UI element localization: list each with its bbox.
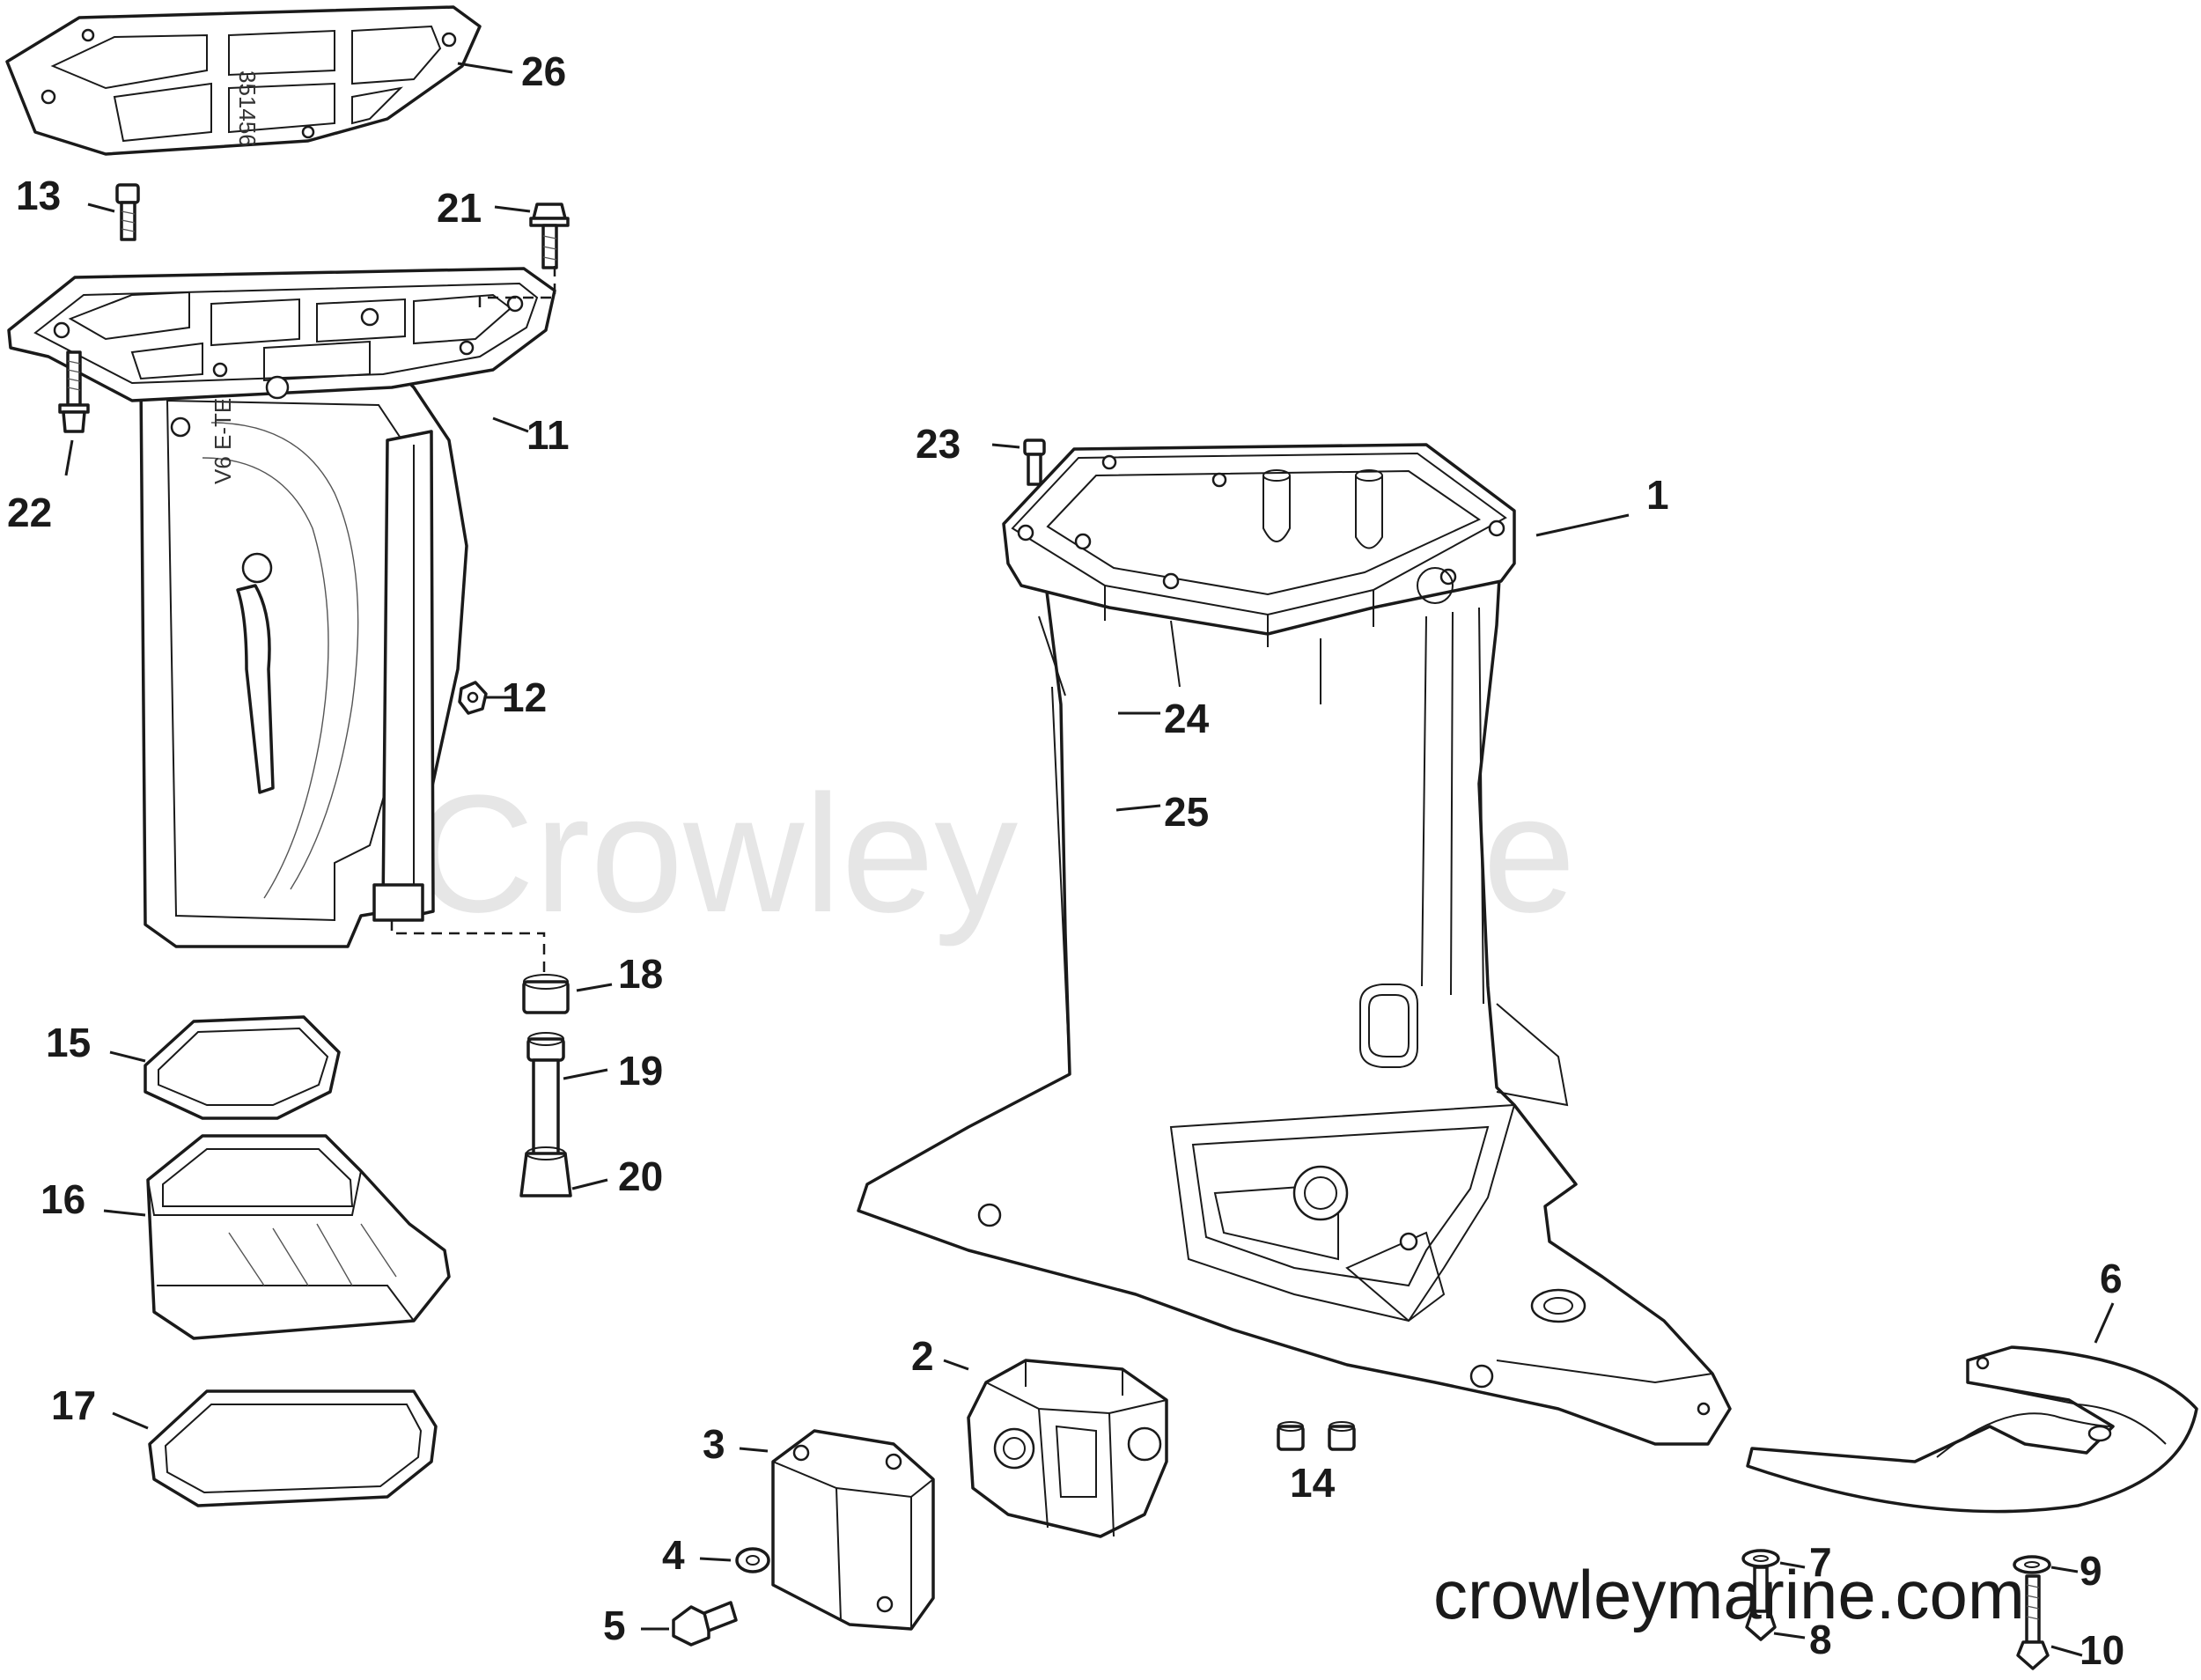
callout-9: 9 bbox=[2080, 1548, 2102, 1594]
part-12-nut bbox=[458, 681, 488, 715]
part-4-washer bbox=[735, 1547, 770, 1573]
callout-2: 2 bbox=[911, 1333, 934, 1379]
callout-24: 24 bbox=[1164, 696, 1210, 741]
callout-15: 15 bbox=[46, 1020, 91, 1065]
callout-5: 5 bbox=[603, 1603, 626, 1648]
part-10-bolt bbox=[2016, 1574, 2050, 1670]
callout-19: 19 bbox=[618, 1048, 663, 1094]
callout-14: 14 bbox=[1290, 1460, 1336, 1506]
callout-22: 22 bbox=[7, 490, 52, 535]
part-22-bolt bbox=[58, 350, 90, 433]
callout-3: 3 bbox=[703, 1421, 725, 1467]
part-9-washer bbox=[2013, 1555, 2051, 1574]
part-17-seal bbox=[148, 1389, 438, 1507]
callout-21: 21 bbox=[437, 185, 482, 231]
callout-labels: 26 13 21 11 22 12 23 1 24 25 18 19 20 15… bbox=[7, 48, 2124, 1673]
callout-26: 26 bbox=[521, 48, 566, 94]
callout-6: 6 bbox=[2100, 1256, 2123, 1301]
callout-7: 7 bbox=[1809, 1539, 1832, 1585]
part-3-cover bbox=[771, 1429, 935, 1631]
callout-20: 20 bbox=[618, 1153, 663, 1199]
housing-model-text: V6 E-TEC bbox=[210, 381, 236, 484]
part-5-bolt bbox=[672, 1601, 738, 1647]
callout-25: 25 bbox=[1164, 789, 1209, 835]
callout-18: 18 bbox=[618, 951, 663, 997]
callout-12: 12 bbox=[502, 674, 547, 720]
callout-11: 11 bbox=[526, 412, 570, 458]
part-18-grommet bbox=[522, 974, 570, 1014]
callout-1: 1 bbox=[1646, 472, 1669, 518]
watermark-url: crowleymarine.com bbox=[1433, 1556, 2025, 1633]
callout-13: 13 bbox=[16, 173, 61, 218]
callout-8: 8 bbox=[1809, 1617, 1832, 1662]
part-1-driveshaft-housing bbox=[857, 443, 1732, 1446]
callout-10: 10 bbox=[2080, 1627, 2124, 1673]
part-6-plate bbox=[1746, 1345, 2198, 1514]
callout-17: 17 bbox=[51, 1382, 96, 1428]
part-23-screw bbox=[1023, 438, 1046, 486]
part-15-seal bbox=[144, 1015, 341, 1120]
part-2-mount bbox=[967, 1359, 1168, 1538]
part-11-exhaust-housing: V6 E-TEC bbox=[7, 267, 556, 948]
part-21-bolt bbox=[529, 203, 570, 269]
part-13-screw bbox=[115, 183, 140, 241]
part-20-grommet bbox=[519, 1146, 572, 1197]
part-14-sleeves bbox=[1277, 1421, 1356, 1451]
part-8-bolt bbox=[1745, 1566, 1777, 1641]
callout-16: 16 bbox=[40, 1176, 85, 1222]
part-16-exhaust-boot bbox=[146, 1134, 451, 1340]
part-26-gasket: 351456 bbox=[5, 5, 482, 156]
leader-lines bbox=[64, 62, 2115, 1657]
callout-23: 23 bbox=[916, 421, 961, 467]
gasket-part-number: 351456 bbox=[234, 70, 261, 147]
callout-4: 4 bbox=[662, 1532, 685, 1578]
